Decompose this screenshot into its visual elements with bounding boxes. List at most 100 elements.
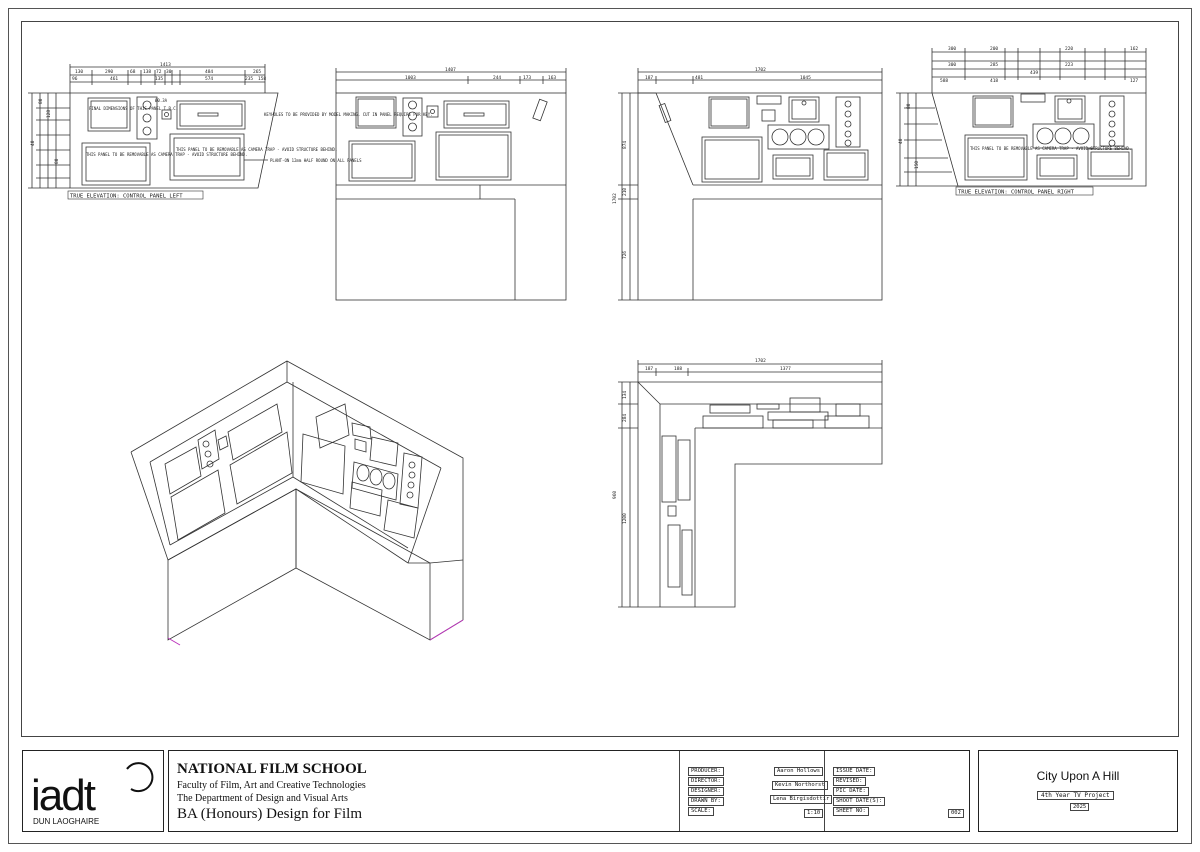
dim-left-overall: 1413 (160, 62, 171, 68)
plan-view (618, 360, 883, 608)
dim-front-side-3: 210 (622, 188, 628, 196)
dim-left-5: 72 (156, 69, 162, 75)
dim-left-12: 574 (205, 76, 213, 82)
drawing-area-border (21, 21, 1179, 737)
project-title: City Upon A Hill (1036, 769, 1120, 783)
dim-left-14: 158 (258, 76, 266, 82)
dim-rfront-2: 481 (695, 75, 703, 81)
isometric-view (130, 360, 464, 641)
logo-subtitle: DUN LAOGHAIRE (33, 817, 100, 826)
dim-front-1: 1003 (405, 75, 416, 81)
dim-left-1: 130 (75, 69, 83, 75)
dim-rfront-3: 1045 (800, 75, 811, 81)
faculty-name: Faculty of Film, Art and Creative Techno… (177, 780, 366, 791)
note-final-dims: FINAL DIMENSIONS OF THIS PANEL T.B.C. (89, 106, 178, 111)
scale-label: SCALE: (688, 807, 714, 816)
project-block: City Upon A Hill 4th Year TV Project 202… (978, 750, 1178, 832)
dim-plan-side-2: 284 (622, 414, 628, 422)
dim-right-6: 285 (990, 62, 998, 68)
dim-left-13: 235 (245, 76, 253, 82)
dim-left-9: 96 (72, 76, 78, 82)
designer-label: DESIGNER: (688, 787, 724, 796)
dim-left-10: 461 (110, 76, 118, 82)
dim-left-2: 290 (105, 69, 113, 75)
note-removable-right: THIS PANEL TO BE REMOVABLE AS CAMERA TRA… (970, 146, 1131, 151)
project-subtitle: 4th Year TV Project (1037, 791, 1114, 800)
dim-right-side-3: 150 (914, 161, 920, 169)
credits-block: PRODUCER: DIRECTOR: DESIGNER: DRAWN BY: … (679, 751, 972, 831)
dim-plan-side-3: 960 (612, 491, 618, 499)
director-label: DIRECTOR: (688, 777, 724, 786)
issue-date-label: ISSUE DATE: (833, 767, 876, 776)
dim-left-4: 138 (143, 69, 151, 75)
dim-right-7: 223 (1065, 62, 1073, 68)
left-elevation-title: TRUE ELEVATION: CONTROL PANEL LEFT (70, 194, 183, 200)
dim-plan-1: 187 (645, 366, 653, 372)
school-block: NATIONAL FILM SCHOOL Faculty of Film, Ar… (168, 750, 970, 832)
school-name: NATIONAL FILM SCHOOL (177, 761, 367, 777)
dim-right-11: 127 (1130, 78, 1138, 84)
dim-front-side-2: 874 (622, 141, 628, 149)
sheet-no-label: SHEET NO: (833, 807, 869, 816)
note-removable-center: THIS PANEL TO BE REMOVABLE AS CAMERA TRA… (176, 147, 337, 152)
dim-front-side-1: 1702 (612, 193, 618, 204)
dim-right-1: 300 (948, 46, 956, 52)
dim-plan-side-1: 134 (622, 391, 628, 399)
dim-rfront-1: 187 (645, 75, 653, 81)
dim-plan-side-4: 1200 (622, 513, 628, 524)
front-elevation-right (618, 68, 883, 301)
dim-front-3: 173 (523, 75, 531, 81)
dim-left-side-3: 128 (46, 110, 52, 118)
notes: FINAL DIMENSIONS OF THIS PANEL T.B.C. TH… (86, 98, 1131, 163)
dim-right-10: 418 (990, 78, 998, 84)
dim-front-overall: 1407 (445, 67, 456, 73)
drawing-sheet (8, 8, 1192, 844)
dim-plan-overall: 1702 (755, 358, 766, 364)
dim-left-8: 265 (253, 69, 261, 75)
dim-right-5: 300 (948, 62, 956, 68)
dim-right-9: 588 (940, 78, 948, 84)
department-name: The Department of Design and Visual Arts (177, 793, 348, 804)
dim-front-side-4: 726 (622, 251, 628, 259)
scale-value: 1:10 (804, 809, 824, 818)
note-keyholes: KEYHOLES TO BE PROVIDED BY MODEL MAKING.… (264, 112, 433, 117)
drawn-by-label: DRAWN BY: (688, 797, 724, 806)
logo-swoosh-icon (126, 762, 154, 793)
drawn-by-value: Lena Birgisdottir (770, 795, 833, 804)
dim-right-8: 439 (1030, 70, 1038, 76)
dim-right-2: 200 (990, 46, 998, 52)
director-value: Kevin Northorst (772, 781, 828, 790)
pic-date-label: PIC DATE: (833, 787, 869, 796)
dim-right-3: 220 (1065, 46, 1073, 52)
dimension-labels: 1413 130 290 68 138 72 30 484 265 96 461… (30, 46, 1138, 524)
dim-plan-2: 188 (674, 366, 682, 372)
course-name: BA (Honours) Design for Film (177, 806, 362, 822)
shoot-dates-label: SHOOT DATE(S): (833, 797, 886, 806)
dim-left-11: 135 (155, 76, 163, 82)
dim-right-side-2: 80 (906, 103, 912, 109)
left-elevation (28, 64, 279, 189)
dim-right-4: 162 (1130, 46, 1138, 52)
front-elevation-left (335, 68, 567, 301)
hole-label: Ø0.3A (155, 98, 168, 103)
dim-rfront-overall: 1702 (755, 67, 766, 73)
logo-box: iadt DUN LAOGHAIRE (22, 750, 164, 832)
dim-left-6: 30 (166, 69, 172, 75)
dim-left-side-4: 80 (54, 158, 60, 164)
dim-left-3: 68 (130, 69, 136, 75)
dim-front-2: 244 (493, 75, 501, 81)
producer-value: Aaron Hollows (774, 767, 824, 776)
project-year: 2025 (1070, 803, 1090, 811)
dim-front-4: 163 (548, 75, 556, 81)
dim-left-side-1: 40 (30, 140, 36, 146)
note-removable-left: THIS PANEL TO BE REMOVABLE AS CAMERA TRA… (86, 152, 247, 157)
sheet-no-value: 002 (948, 809, 964, 818)
dim-left-7: 484 (205, 69, 213, 75)
dim-right-side-1: 40 (898, 138, 904, 144)
producer-label: PRODUCER: (688, 767, 724, 776)
right-elevation-title: TRUE ELEVATION: CONTROL PANEL RIGHT (958, 190, 1075, 196)
dim-left-side-2: 80 (38, 98, 44, 104)
dim-plan-3: 1377 (780, 366, 791, 372)
revised-label: REVISED: (833, 777, 866, 786)
